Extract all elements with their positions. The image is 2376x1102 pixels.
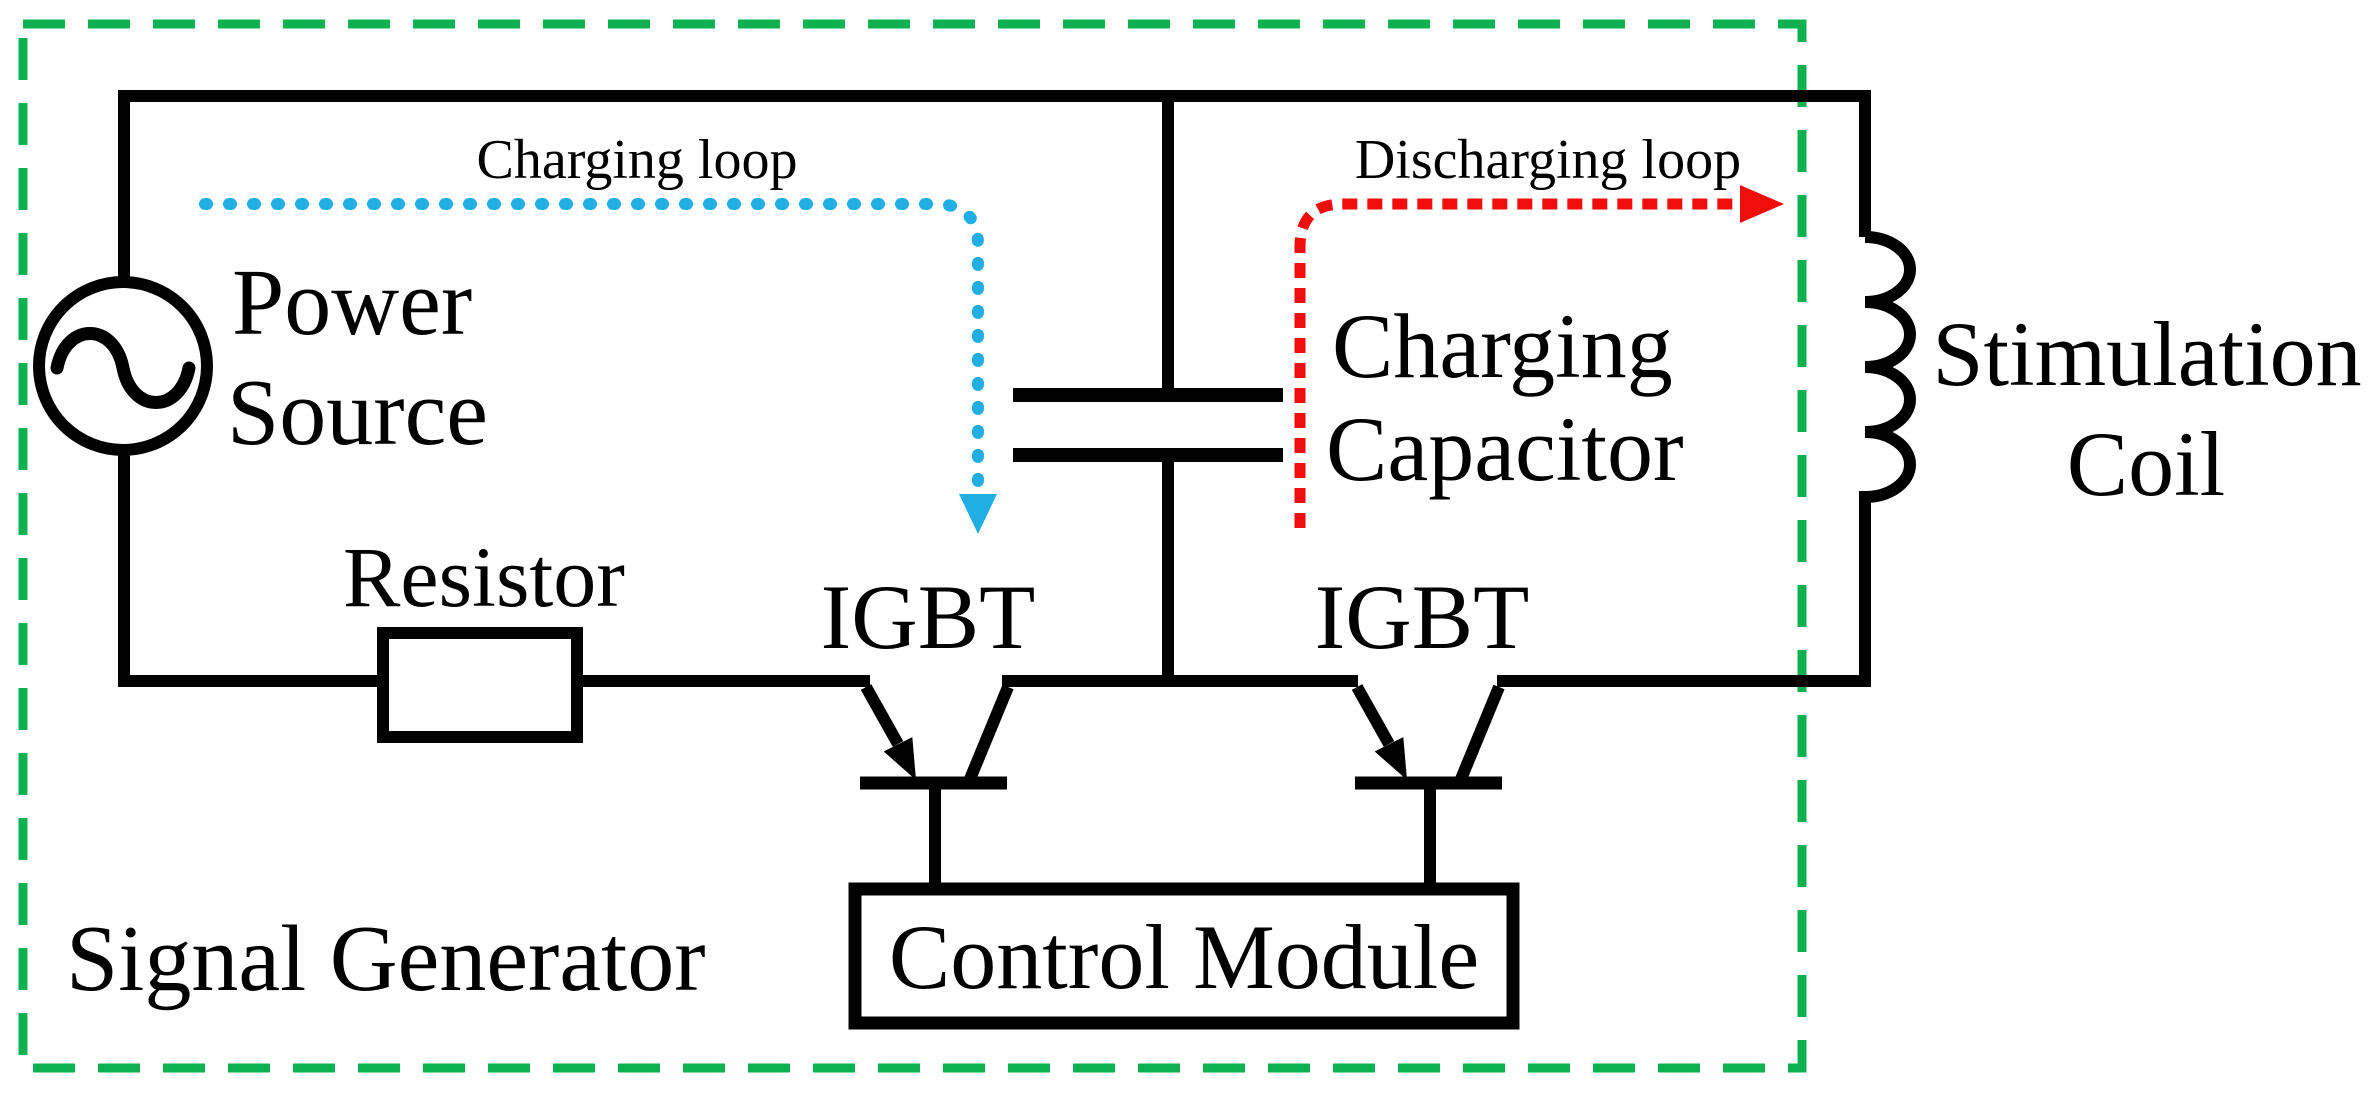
discharging-loop-path: [1294, 198, 1742, 528]
igbt-right-collector-line: [1351, 684, 1395, 747]
stimulation-coil-label-line2: Coil: [2067, 413, 2225, 515]
charging-capacitor-label-line2: Capacitor: [1326, 398, 1684, 500]
wire-top-rail: [118, 90, 1871, 282]
igbt-right-symbol: [1351, 684, 1505, 889]
resistor-label: Resistor: [343, 529, 625, 625]
igbt-left-emitter-line: [964, 684, 1014, 782]
wire-bottom-left: [118, 450, 383, 687]
signal-generator-boundary: [18, 19, 1807, 1073]
igbt-left-symbol: [860, 684, 1014, 889]
control-module-box: [848, 882, 1520, 1030]
igbt-right-arrow-icon: [1374, 737, 1407, 780]
discharging-loop-arrow-icon: [1740, 185, 1784, 223]
power-source-label-line2: Source: [227, 361, 488, 465]
capacitor-symbol: [1013, 96, 1283, 681]
stimulation-coil-symbol: [1859, 231, 1916, 687]
signal-generator-label: Signal Generator: [66, 907, 706, 1011]
charging-loop-annotation: [199, 198, 997, 534]
resistor-box: [377, 627, 583, 743]
discharging-loop-annotation: [1294, 185, 1784, 528]
igbt-left-label: IGBT: [821, 566, 1036, 668]
power-source-label-line1: Power: [232, 251, 472, 355]
charging-loop-arrow-icon: [959, 494, 997, 534]
igbt-right-label: IGBT: [1315, 566, 1530, 668]
igbt-left-arrow-icon: [883, 737, 916, 780]
stimulation-coil-label-line1: Stimulation: [1932, 303, 2361, 405]
charging-capacitor-label-line1: Charging: [1332, 295, 1673, 397]
charging-loop-label: Charging loop: [477, 129, 798, 191]
charging-loop-path: [199, 198, 984, 504]
control-module-label: Control Module: [889, 906, 1479, 1008]
sine-wave-icon: [50, 327, 196, 409]
discharging-loop-label: Discharging loop: [1355, 129, 1741, 191]
igbt-left-collector-line: [860, 684, 904, 747]
igbt-right-emitter-line: [1455, 684, 1505, 782]
power-source-symbol: [33, 276, 213, 456]
